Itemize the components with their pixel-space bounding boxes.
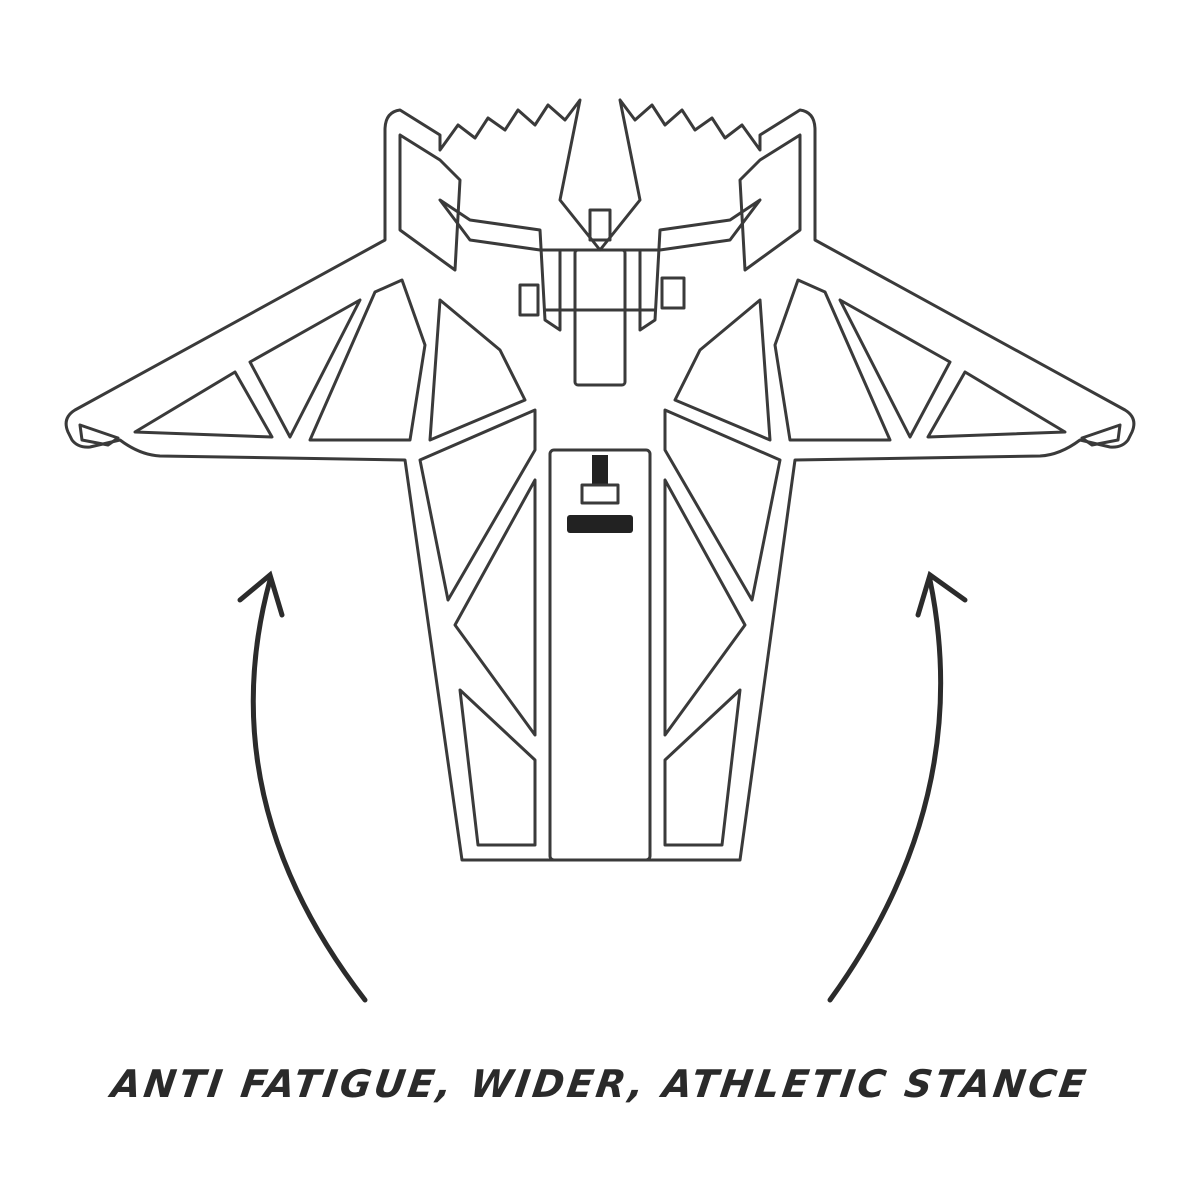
cell (663, 478, 747, 737)
left-ear-frame (398, 133, 462, 272)
cell (428, 298, 527, 442)
cell (1080, 423, 1122, 447)
bolt-knob (567, 515, 633, 533)
cell (838, 298, 952, 439)
left-arrowhead-icon (237, 570, 285, 618)
center-slot (548, 448, 652, 862)
spring-nut (588, 208, 612, 242)
cell (458, 688, 537, 847)
cell (308, 278, 427, 442)
cell (418, 408, 537, 602)
cell (926, 370, 1067, 439)
left-curved-arrow (250, 577, 368, 1003)
clevis-block (573, 248, 627, 387)
cell (453, 478, 537, 737)
cell (78, 423, 120, 447)
pin-left (518, 283, 540, 317)
right-arrowhead-icon (915, 570, 968, 618)
cell (773, 278, 892, 442)
right-ear-frame (738, 133, 802, 272)
cell (663, 688, 742, 847)
pin-nut-right (660, 276, 686, 310)
cell (133, 370, 274, 439)
bolt-collar (580, 483, 620, 505)
cell (248, 298, 362, 439)
cell (673, 298, 772, 442)
bolt-thread (592, 455, 608, 485)
caption: ANTI FATIGUE, WIDER, ATHLETIC STANCE (108, 1062, 1092, 1106)
cell (663, 408, 782, 602)
right-curved-arrow (827, 577, 944, 1003)
